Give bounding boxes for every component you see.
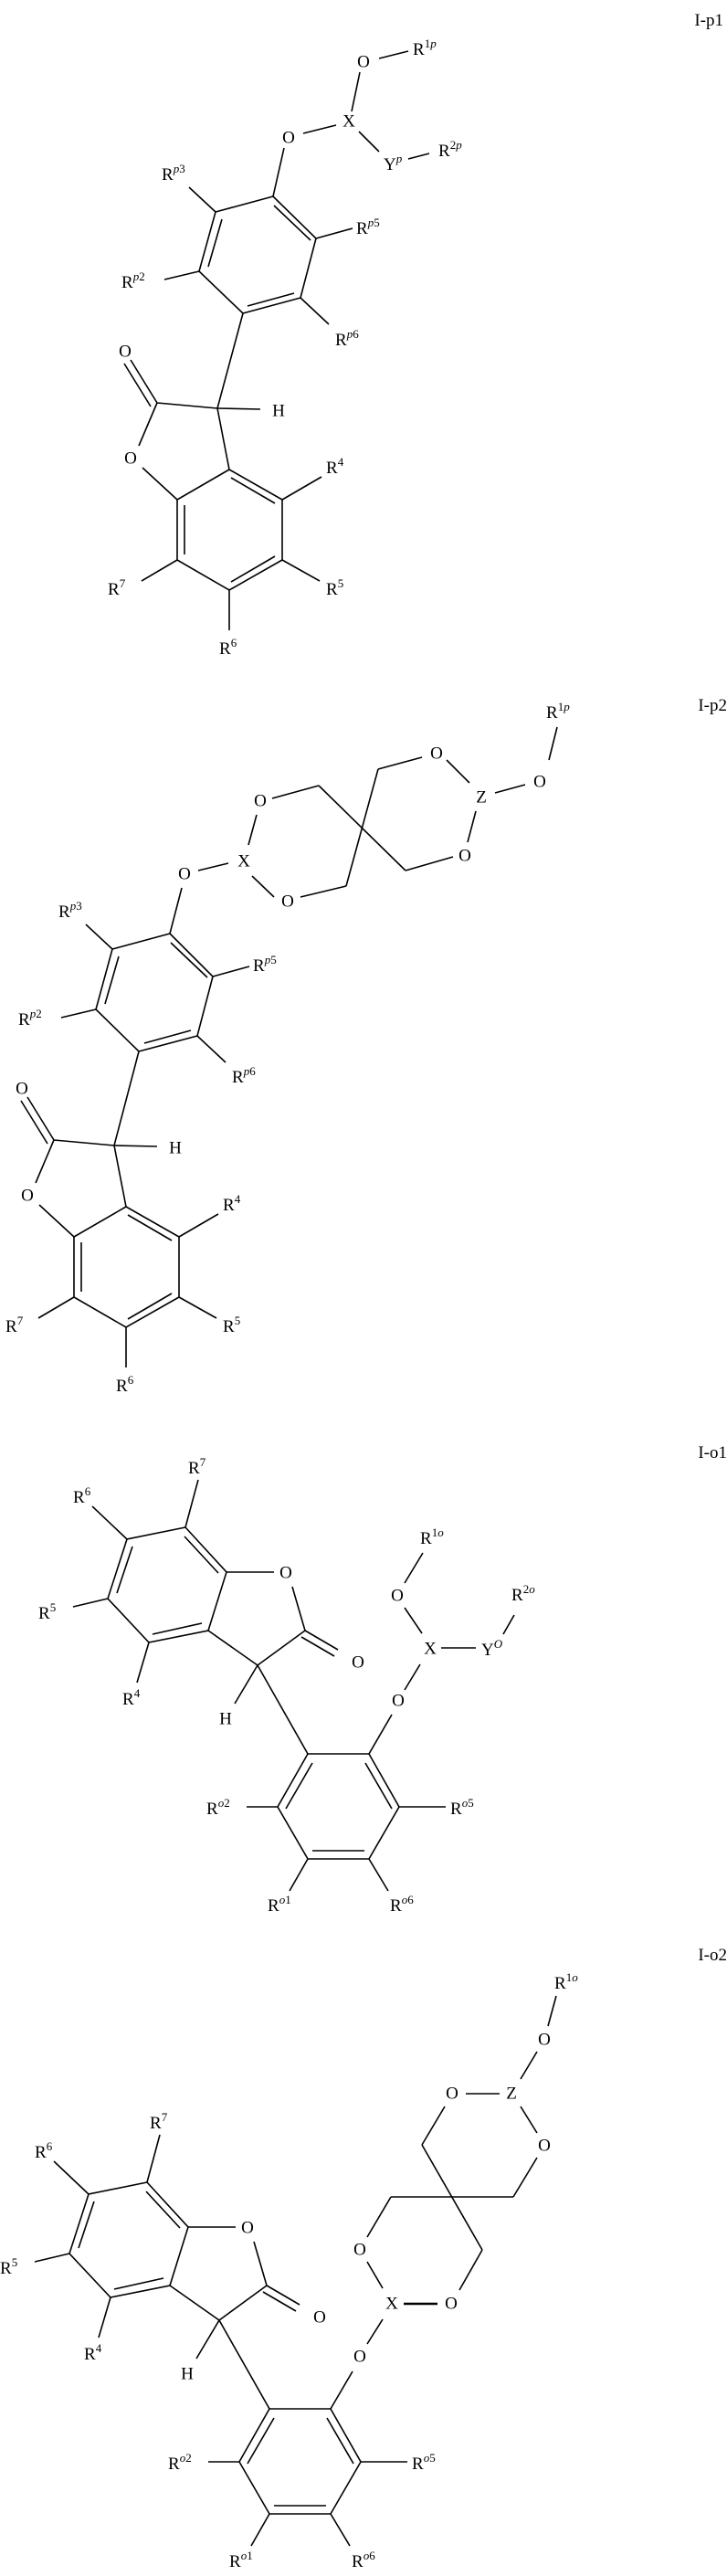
atom-Yo: YO [481,1637,503,1660]
formula-label: I-p1 [694,11,723,30]
substituent-R2o: R2o [511,1582,535,1605]
substituent-Rp6: Rp6 [335,327,359,350]
substituent-R7: R7 [108,576,126,599]
structure-I-p1: I-p1 [108,11,723,659]
substituent-R2p: R2p [438,138,462,161]
substituent-R4: R4 [122,1686,141,1709]
substituent-R5: R5 [0,2255,17,2278]
substituent-R4: R4 [84,2341,102,2364]
structure-I-p2: I-p2 [5,696,727,1396]
atom-X: X [342,112,355,132]
substituent-R7: R7 [5,1314,24,1336]
atom-oxygen: O [178,865,191,884]
substituent-Rp3: Rp3 [58,899,82,922]
substituent-Rp6: Rp6 [232,1064,256,1087]
substituent-R5: R5 [38,1600,56,1623]
substituent-R1o: R1o [420,1526,444,1548]
atom-oxygen: O [458,847,471,866]
substituent-Rp3: Rp3 [162,162,185,185]
atom-oxygen: O [533,773,546,792]
atom-oxygen-ring: O [21,1187,34,1206]
atom-Yp: Yp [384,152,403,174]
atom-oxygen: O [446,2085,458,2104]
atom-oxygen: O [538,2137,551,2156]
atom-oxygen-carbonyl: O [352,1653,364,1673]
formula-label: I-o2 [698,1946,727,1965]
bonds [34,1995,557,2547]
substituent-R5: R5 [326,576,343,599]
substituent-R6: R6 [116,1373,134,1396]
atom-oxygen: O [391,1587,404,1606]
atom-oxygen: O [357,53,370,72]
substituent-Ro2: Ro2 [168,2451,192,2474]
atom-oxygen: O [392,1692,405,1711]
substituent-Ro2: Ro2 [206,1796,230,1819]
atom-oxygen-ring: O [124,449,137,469]
substituent-Ro1: Ro1 [229,2549,253,2571]
substituent-R4: R4 [223,1192,241,1215]
atom-Z: Z [476,788,487,808]
substituent-Ro5: Ro5 [450,1796,474,1819]
substituent-R6: R6 [219,636,237,659]
atom-Z: Z [506,2085,517,2104]
atom-oxygen-ring: O [241,2219,254,2238]
substituent-R4: R4 [326,455,344,478]
atom-X: X [424,1640,437,1659]
substituent-Rp5: Rp5 [253,953,277,976]
substituent-R5: R5 [223,1314,240,1336]
bonds [72,1479,515,1892]
atom-hydrogen: H [169,1139,182,1158]
atom-oxygen: O [430,744,443,764]
atom-oxygen: O [353,2348,366,2367]
atom-oxygen-carbonyl: O [119,343,132,362]
substituent-Rp2: Rp2 [121,269,145,292]
substituent-R6: R6 [73,1484,91,1507]
atom-oxygen-carbonyl: O [313,2308,326,2328]
atom-hydrogen: H [272,402,285,421]
atom-oxygen: O [353,2241,366,2260]
atom-oxygen: O [282,129,295,148]
atom-oxygen: O [281,892,294,912]
substituent-Ro1: Ro1 [268,1893,291,1916]
substituent-R1o: R1o [554,1970,578,1993]
atom-X: X [237,852,250,871]
substituent-R7: R7 [188,1455,206,1478]
substituent-Ro5: Ro5 [412,2451,436,2474]
substituent-R1p: R1p [413,37,437,59]
atom-hydrogen: H [219,1710,232,1729]
atom-oxygen-ring: O [279,1564,292,1583]
substituent-Rp5: Rp5 [356,216,380,238]
structure-I-o1: I-o1 [38,1443,727,1916]
substituent-Ro6: Ro6 [352,2549,375,2571]
atom-oxygen: O [254,792,267,811]
substituent-Ro6: Ro6 [390,1893,414,1916]
bonds [123,50,430,630]
atom-hydrogen: H [181,2365,194,2384]
formula-label: I-p2 [698,696,727,715]
substituent-Rp2: Rp2 [18,1007,42,1029]
atom-X: X [385,2295,398,2314]
formula-label: I-o1 [698,1443,727,1462]
substituent-R1p: R1p [546,700,570,723]
bonds [20,726,558,1367]
atom-oxygen-carbonyl: O [16,1080,28,1099]
substituent-R7: R7 [150,2110,168,2133]
atom-oxygen: O [538,2031,551,2050]
structure-I-o2: I-o2 [0,1946,727,2571]
substituent-R6: R6 [35,2139,53,2162]
atom-oxygen: O [445,2295,458,2314]
